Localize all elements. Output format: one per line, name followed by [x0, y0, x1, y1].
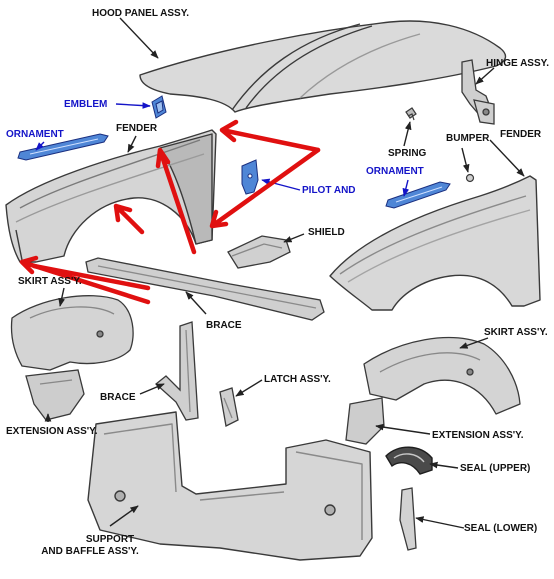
label-fender-right: FENDER	[500, 129, 542, 140]
label-extension-left: EXTENSION ASS'Y.	[6, 426, 98, 437]
latch-part	[219, 387, 239, 427]
seal-lower-part	[399, 487, 417, 551]
label-spring: SPRING	[388, 148, 427, 159]
label-seal-lower: SEAL (LOWER)	[464, 523, 538, 534]
blue-leader-lines	[35, 102, 410, 197]
leader-lines	[44, 17, 525, 529]
label-skirt-right: SKIRT ASS'Y.	[484, 327, 548, 338]
brace-left-part	[154, 321, 199, 421]
ornament-right-part	[385, 181, 451, 209]
label-ornament-right: ORNAMENT	[366, 166, 424, 177]
label-fender-left: FENDER	[116, 123, 158, 134]
label-extension-right: EXTENSION ASS'Y.	[432, 430, 524, 441]
label-seal-upper: SEAL (UPPER)	[460, 463, 531, 474]
label-skirt-left: SKIRT ASS'Y.	[18, 276, 82, 287]
label-hinge: HINGE ASSY.	[486, 58, 549, 69]
hinge-part	[461, 59, 495, 125]
ornament-left-part	[17, 133, 109, 161]
spring-part	[405, 107, 417, 121]
extension-left-part	[25, 369, 85, 421]
label-support: SUPPORT	[85, 534, 135, 545]
label-hood-panel: HOOD PANEL ASSY.	[92, 8, 190, 19]
emblem-part	[151, 95, 167, 119]
red-arrows	[19, 119, 321, 305]
extension-right-part	[345, 397, 385, 445]
brace-top-part	[85, 257, 325, 321]
bumper-part	[465, 173, 475, 183]
label-emblem: EMBLEM	[64, 99, 108, 110]
hood-panel-part	[139, 20, 507, 113]
fender-right-part	[329, 175, 541, 311]
label-latch: LATCH ASS'Y.	[264, 374, 331, 385]
label-ornament-left: ORNAMENT	[6, 129, 64, 140]
seal-upper-part	[385, 446, 433, 475]
skirt-right-part	[363, 336, 521, 415]
label-brace-left: BRACE	[100, 392, 136, 403]
skirt-left-part	[10, 295, 134, 371]
shield-part	[227, 235, 291, 269]
pilot-part	[241, 159, 259, 195]
label-pilot-and: PILOT AND	[302, 185, 356, 196]
label-brace-top: BRACE	[206, 320, 242, 331]
label-shield: SHIELD	[308, 227, 345, 238]
label-support-baffle: AND BAFFLE ASS'Y.	[41, 546, 139, 557]
label-bumper: BUMPER	[446, 133, 490, 144]
support-baffle-part	[87, 411, 373, 561]
